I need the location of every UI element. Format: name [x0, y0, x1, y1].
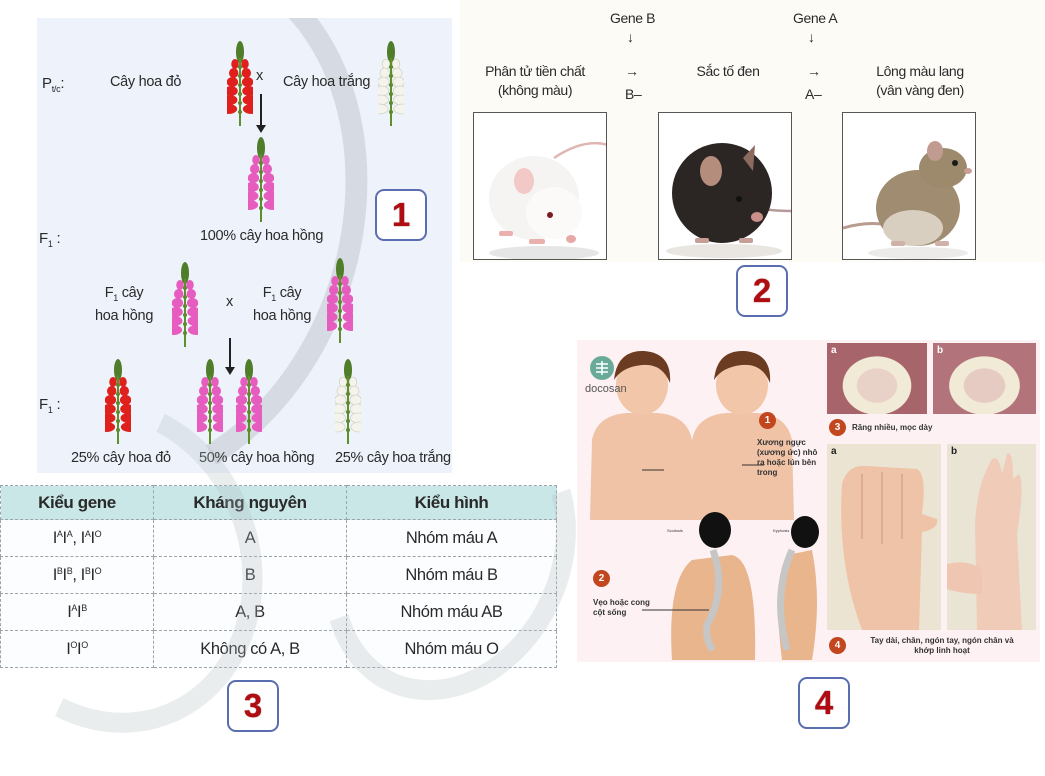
white-plant-label: Cây hoa trắng	[283, 74, 371, 90]
agouti-mouse-photo	[842, 112, 976, 260]
spine-symptom-text: Vẹo hoặc cong cột sống	[593, 598, 650, 617]
pink-flower-plant-icon	[236, 359, 262, 444]
pink-flower-plant-icon	[327, 258, 353, 343]
item-number-badge: 1	[759, 412, 776, 429]
figure-number-badge: 1	[375, 189, 427, 241]
docosan-logo-icon	[590, 356, 614, 380]
f2-generation-label: F1 :	[39, 396, 61, 415]
white-mouse-photo	[473, 112, 607, 260]
genotype-cell: IAIB	[0, 593, 154, 631]
blood-type-table: Kiểu gene Kháng nguyên Kiểu hình IAIA, I…	[0, 485, 557, 668]
phenotype-cell: Nhóm máu O	[346, 630, 557, 668]
column-header-phenotype: Kiểu hình	[346, 485, 557, 520]
antigen-cell: A, B	[153, 593, 347, 631]
down-arrow-icon: ↓	[627, 29, 634, 45]
chest-symptom-text: Xương ngực (xương ức) nhô ra hoặc lún bê…	[757, 438, 818, 477]
antigen-cell: B	[153, 556, 347, 594]
f1-generation-label: F1 :	[39, 230, 61, 249]
pink-flower-plant-icon	[248, 137, 274, 222]
panel-3-blood-type-table: Kiểu gene Kháng nguyên Kiểu hình IAIA, I…	[0, 353, 623, 776]
table-row: IAIA, IAIO A Nhóm máu A	[0, 519, 557, 557]
right-arrow-icon: →	[807, 63, 821, 79]
genotype-cell: IBIB, IBIO	[0, 556, 154, 594]
phenotype-cell: Nhóm máu AB	[346, 593, 557, 631]
f1-parent-right-label: F1 cây hoa hồng	[253, 285, 312, 324]
table-row: IAIB A, B Nhóm máu AB	[0, 593, 557, 631]
offspring-label: 50% cây hoa hồng	[199, 450, 315, 466]
figure-number-badge: 3	[227, 680, 279, 732]
cross-symbol: x	[226, 294, 233, 310]
panel-1-flower-cross: Pt/c: Cây hoa đỏ x Cây hoa trắng F1 : 10…	[37, 18, 452, 473]
white-flower-plant-icon	[378, 41, 404, 126]
antigen-cell: Không có A, B	[153, 630, 347, 668]
red-plant-label: Cây hoa đỏ	[110, 74, 182, 90]
chest-deformity-illustration	[590, 350, 794, 520]
hand-photo-b: b	[947, 444, 1036, 630]
kyphosis-label: Kyphosis	[773, 528, 790, 533]
panel-2-mouse-coat-color: Gene B ↓ Gene A ↓ Phân tử tiền chất(khôn…	[460, 0, 1045, 262]
photo-label: a	[831, 345, 837, 356]
table-row: IOIO Không có A, B Nhóm máu O	[0, 630, 557, 668]
red-flower-plant-icon	[227, 41, 253, 126]
offspring-label: 25% cây hoa đỏ	[71, 450, 171, 466]
pink-flower-plant-icon	[197, 359, 223, 444]
cross-symbol: x	[256, 68, 263, 84]
phenotype-cell: Nhóm máu B	[346, 556, 557, 594]
genotype-cell: IAIA, IAIO	[0, 519, 154, 557]
down-arrow-icon	[257, 94, 265, 133]
scoliosis-label: Scoliosis	[667, 528, 683, 533]
spine-curvature-illustration	[642, 512, 819, 660]
f1-parent-left-label: F1 cây hoa hồng	[95, 285, 154, 324]
table-header-row: Kiểu gene Kháng nguyên Kiểu hình	[0, 485, 557, 520]
panel-4-marfan-symptoms: docosan 1 Xương ngực (xương ức) nhô ra h…	[577, 340, 1040, 662]
genotype-cell: IOIO	[0, 630, 154, 668]
agouti-coat-label: Lông màu lang(vân vàng đen)	[876, 63, 964, 98]
white-flower-plant-icon	[335, 359, 361, 444]
down-arrow-icon	[226, 338, 234, 375]
black-pigment-label: Sắc tố đen	[696, 63, 760, 79]
p-generation-label: Pt/c:	[42, 75, 65, 94]
black-mouse-photo	[658, 112, 792, 260]
allele-b-label: B–	[625, 86, 642, 102]
teeth-photo-a: a	[827, 343, 927, 414]
photo-label: a	[831, 446, 837, 457]
red-flower-plant-icon	[105, 359, 131, 444]
photo-label: b	[951, 446, 958, 457]
pink-flower-plant-icon	[172, 262, 198, 347]
right-arrow-icon: →	[625, 63, 639, 79]
teeth-photo-b: b	[933, 343, 1036, 414]
hand-photo-a: a	[827, 444, 941, 630]
photo-label: b	[937, 345, 944, 356]
figure-number-badge: 2	[736, 265, 788, 317]
gene-a-label: Gene A	[793, 10, 838, 26]
column-header-genotype: Kiểu gene	[0, 485, 154, 520]
table-row: IBIB, IBIO B Nhóm máu B	[0, 556, 557, 594]
f1-result-label: 100% cây hoa hồng	[200, 228, 324, 244]
item-number-badge: 3	[829, 419, 846, 436]
gene-b-label: Gene B	[610, 10, 656, 26]
item-number-badge: 2	[593, 570, 610, 587]
column-header-antigen: Kháng nguyên	[153, 485, 347, 520]
phenotype-cell: Nhóm máu A	[346, 519, 557, 557]
offspring-label: 25% cây hoa trắng	[335, 450, 451, 466]
item-number-badge: 4	[829, 637, 846, 654]
figure-number-badge: 4	[798, 677, 850, 729]
precursor-label: Phân tử tiền chất(không màu)	[485, 63, 585, 98]
watermark-text: docosan	[585, 383, 627, 395]
antigen-cell: A	[153, 519, 347, 557]
down-arrow-icon: ↓	[808, 29, 815, 45]
teeth-symptom-text: Răng nhiều, mọc dày	[852, 423, 933, 432]
allele-a-label: A–	[805, 86, 822, 102]
